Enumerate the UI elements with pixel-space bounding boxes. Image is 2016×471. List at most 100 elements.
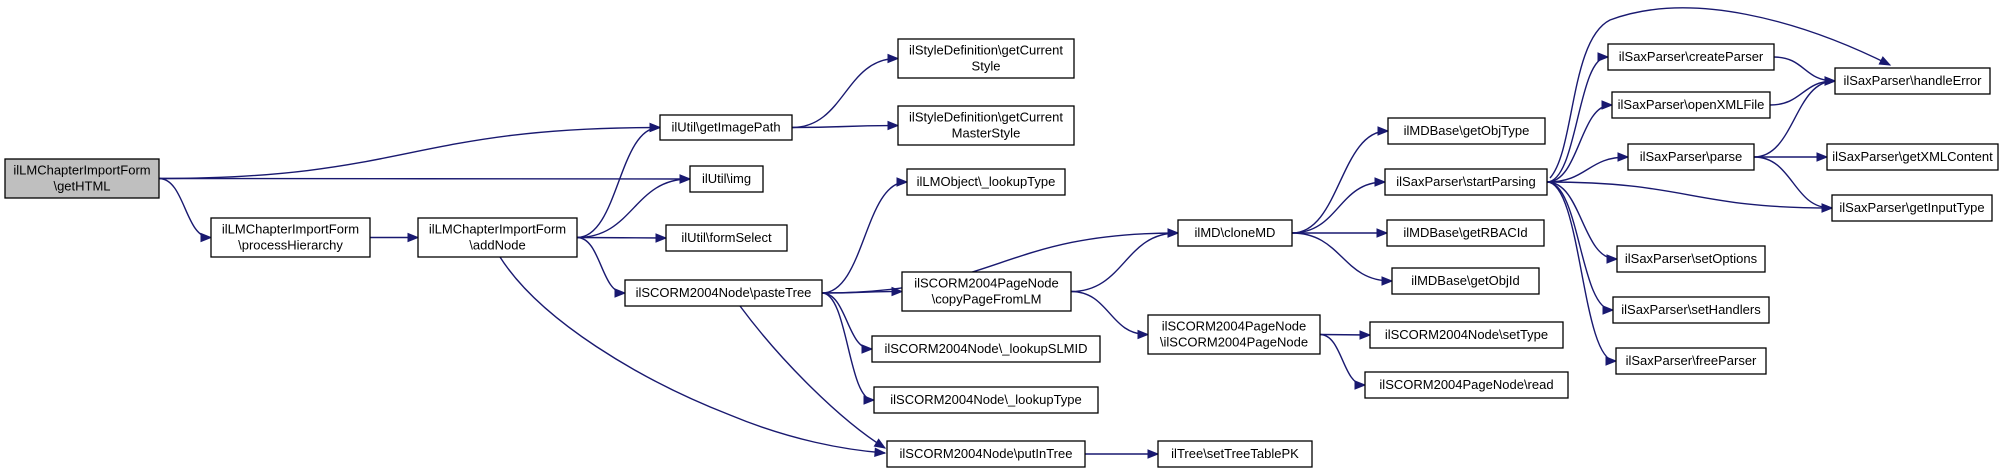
arrowhead bbox=[896, 177, 909, 187]
node-label: \addNode bbox=[469, 238, 525, 253]
arrowhead bbox=[1605, 356, 1618, 366]
graph-node-getHTML[interactable]: ilLMChapterImportForm\getHTML bbox=[4, 158, 160, 199]
edge-startParsing-to-freeParser bbox=[1546, 181, 1618, 366]
edge-cloneMD-to-getObjId bbox=[1291, 232, 1394, 286]
edge-line bbox=[1753, 156, 1832, 209]
node-box bbox=[689, 165, 764, 193]
node-box bbox=[1627, 143, 1755, 171]
edge-copyPageFromLM-to-pageNodeCtor bbox=[1070, 290, 1150, 340]
graph-node-handleError[interactable]: ilSaxParser\handleError bbox=[1834, 67, 1991, 95]
node-box bbox=[1612, 296, 1770, 324]
edge-getImagePath-to-getCurrentMasterStyle bbox=[791, 120, 900, 131]
arrowhead bbox=[887, 120, 900, 131]
graph-node-getObjId[interactable]: ilMDBase\getObjId bbox=[1391, 267, 1540, 295]
edge-line bbox=[576, 236, 666, 239]
graph-node-parse[interactable]: ilSaxParser\parse bbox=[1627, 143, 1755, 171]
graph-node-setHandlers[interactable]: ilSaxParser\setHandlers bbox=[1612, 296, 1770, 324]
edge-line bbox=[1291, 232, 1392, 282]
arrowhead bbox=[861, 344, 874, 354]
edge-pasteTree-to-scLookupType bbox=[821, 292, 876, 405]
edge-line bbox=[1319, 333, 1365, 386]
graph-node-scLookupType[interactable]: ilSCORM2004Node\_lookupType bbox=[873, 386, 1099, 414]
graph-node-openXMLFile[interactable]: ilSaxParser\openXMLFile bbox=[1611, 91, 1771, 119]
edge-startParsing-to-handleError bbox=[1549, 7, 1892, 179]
edge-getHTML-to-getImagePath bbox=[158, 122, 662, 180]
edge-startParsing-to-setOptions bbox=[1546, 181, 1619, 264]
node-label: ilUtil\img bbox=[702, 171, 751, 186]
node-box bbox=[897, 105, 1075, 146]
graph-node-putInTree[interactable]: ilSCORM2004Node\putInTree bbox=[886, 440, 1086, 468]
node-box bbox=[897, 38, 1075, 79]
graph-node-lmLookupType[interactable]: ilLMObject\_lookupType bbox=[906, 168, 1066, 196]
edge-line bbox=[1546, 56, 1608, 183]
edge-line bbox=[1070, 232, 1178, 293]
graph-node-pageRead[interactable]: ilSCORM2004PageNode\read bbox=[1364, 371, 1569, 399]
node-box bbox=[1369, 321, 1564, 349]
graph-node-lookupSLMID[interactable]: ilSCORM2004Node\_lookupSLMID bbox=[871, 335, 1101, 363]
node-box bbox=[624, 279, 823, 307]
graph-node-startParsing[interactable]: ilSaxParser\startParsing bbox=[1384, 168, 1548, 196]
node-label: ilStyleDefinition\getCurrent bbox=[909, 43, 1063, 58]
node-box bbox=[665, 224, 788, 252]
graph-node-setTreeTablePK[interactable]: ilTree\setTreeTablePK bbox=[1157, 440, 1313, 468]
edge-pageNodeCtor-to-setType bbox=[1319, 330, 1372, 340]
edge-pageNodeCtor-to-pageRead bbox=[1319, 333, 1367, 390]
graph-node-getInputType[interactable]: ilSaxParser\getInputType bbox=[1831, 194, 1993, 222]
node-label: ilLMChapterImportForm bbox=[13, 163, 150, 178]
edge-line bbox=[821, 232, 1178, 294]
graph-node-pageNodeCtor[interactable]: ilSCORM2004PageNode\ilSCORM2004PageNode bbox=[1147, 314, 1321, 355]
graph-node-img[interactable]: ilUtil\img bbox=[689, 165, 764, 193]
graph-node-pasteTree[interactable]: ilSCORM2004Node\pasteTree bbox=[624, 279, 823, 307]
graph-node-getXMLContent[interactable]: ilSaxParser\getXMLContent bbox=[1826, 143, 1999, 171]
edge-line bbox=[158, 177, 211, 239]
graph-node-setOptions[interactable]: ilSaxParser\setOptions bbox=[1616, 245, 1766, 273]
node-box bbox=[1387, 117, 1546, 145]
graph-node-freeParser[interactable]: ilSaxParser\freeParser bbox=[1615, 347, 1767, 375]
edge-line bbox=[576, 126, 660, 239]
node-box bbox=[1834, 67, 1991, 95]
arrowhead bbox=[1137, 329, 1150, 340]
edge-startParsing-to-parse bbox=[1546, 152, 1630, 183]
node-label: ilSCORM2004Node\putInTree bbox=[900, 446, 1073, 461]
edge-line bbox=[1546, 181, 1616, 362]
graph-node-getImagePath[interactable]: ilUtil\getImagePath bbox=[659, 114, 793, 141]
node-label: ilSaxParser\parse bbox=[1640, 149, 1743, 164]
graph-node-createParser[interactable]: ilSaxParser\createParser bbox=[1607, 43, 1775, 71]
node-box bbox=[4, 158, 160, 199]
edge-startParsing-to-getInputType bbox=[1546, 181, 1834, 213]
edges-layer bbox=[158, 7, 1892, 459]
node-box bbox=[1147, 314, 1321, 355]
graph-node-formSelect[interactable]: ilUtil\formSelect bbox=[665, 224, 788, 252]
arrowhead bbox=[1381, 276, 1394, 286]
node-label: \ilSCORM2004PageNode bbox=[1160, 335, 1308, 350]
edge-parse-to-handleError bbox=[1753, 76, 1837, 158]
edge-line bbox=[576, 178, 690, 239]
node-label: ilSaxParser\startParsing bbox=[1396, 174, 1535, 189]
node-label: ilStyleDefinition\getCurrent bbox=[909, 110, 1063, 125]
graph-node-processHierarchy[interactable]: ilLMChapterImportForm\processHierarchy bbox=[210, 217, 371, 258]
graph-node-addNode[interactable]: ilLMChapterImportForm\addNode bbox=[417, 217, 578, 258]
edge-line bbox=[791, 124, 898, 129]
edge-parse-to-getInputType bbox=[1753, 156, 1834, 213]
edge-line bbox=[158, 126, 660, 180]
edge-line bbox=[821, 292, 874, 401]
edge-cloneMD-to-getObjType bbox=[1291, 126, 1390, 234]
graph-node-getRBACId[interactable]: ilMDBase\getRBACId bbox=[1386, 219, 1545, 247]
node-label: \getHTML bbox=[53, 179, 110, 194]
nodes-layer: ilLMChapterImportForm\getHTMLilLMChapter… bbox=[4, 38, 1999, 468]
node-label: ilMD\cloneMD bbox=[1195, 225, 1276, 240]
edge-getHTML-to-processHierarchy bbox=[158, 177, 213, 243]
node-label: ilSCORM2004Node\_lookupType bbox=[890, 392, 1082, 407]
node-label: ilSCORM2004PageNode\read bbox=[1379, 377, 1553, 392]
graph-node-setType[interactable]: ilSCORM2004Node\setType bbox=[1369, 321, 1564, 349]
graph-node-copyPageFromLM[interactable]: ilSCORM2004PageNode\copyPageFromLM bbox=[901, 271, 1072, 312]
edge-line bbox=[1549, 7, 1891, 179]
node-box bbox=[1616, 245, 1766, 273]
node-box bbox=[417, 217, 578, 258]
graph-node-cloneMD[interactable]: ilMD\cloneMD bbox=[1177, 219, 1293, 247]
arrowhead bbox=[874, 447, 887, 457]
node-box bbox=[1831, 194, 1993, 222]
graph-node-getObjType[interactable]: ilMDBase\getObjType bbox=[1387, 117, 1546, 145]
